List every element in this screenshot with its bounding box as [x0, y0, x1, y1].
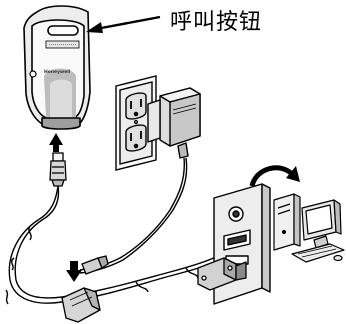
callout-label: 呼叫按钮 — [170, 10, 263, 35]
scanner-label-plate — [45, 40, 80, 49]
brand-logo: Honeywell — [44, 69, 71, 75]
insert-down-arrow — [66, 261, 82, 282]
curved-arrow — [249, 165, 300, 187]
desktop-computer — [273, 193, 345, 263]
wall-outlet — [115, 75, 157, 171]
y-connector — [61, 287, 101, 323]
power-adapter — [147, 87, 201, 159]
serial-connector — [197, 257, 247, 291]
call-button — [47, 25, 79, 36]
coiled-cable — [5, 185, 219, 305]
computer-back-panel — [213, 183, 271, 305]
status-led — [29, 70, 37, 78]
power-cable — [79, 157, 188, 274]
callout-arrow — [86, 15, 161, 33]
insert-up-arrow — [49, 133, 63, 152]
power-plug — [81, 255, 109, 275]
scanner-connector — [49, 152, 67, 187]
scanner-base — [23, 5, 91, 130]
